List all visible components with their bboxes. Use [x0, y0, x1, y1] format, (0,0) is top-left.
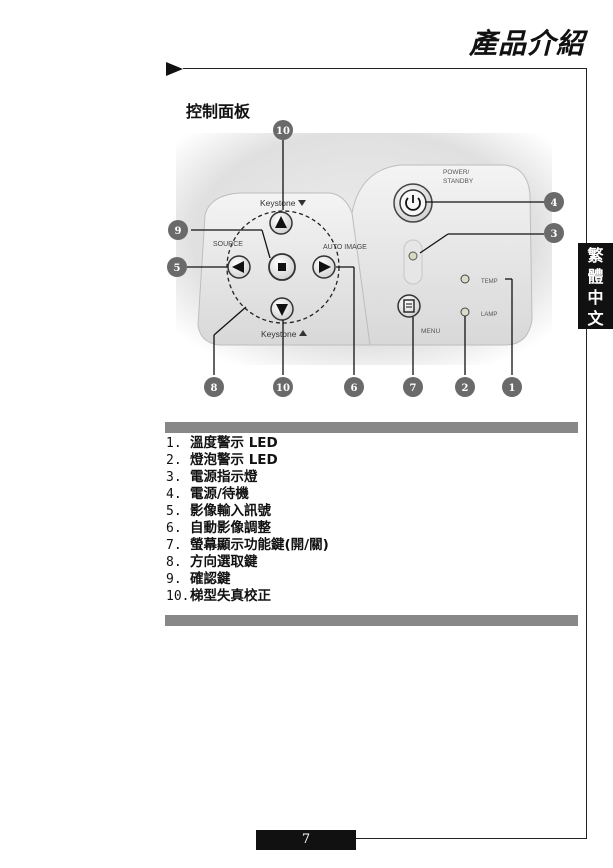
item-number: 10.: [166, 589, 190, 604]
keystone-top-label: Keystone: [260, 198, 296, 208]
right-button-plate: [351, 164, 533, 346]
item-label: 自動影像調整: [190, 520, 271, 536]
item-label: 溫度警示 LED: [190, 435, 278, 451]
item-number: 4.: [166, 487, 182, 502]
component-legend-list: 1. 溫度警示 LED 2. 燈泡警示 LED 3. 電源指示燈 4. 電源/待機 5.…: [166, 435, 329, 605]
item-number: 2.: [166, 453, 182, 468]
section-arrow-icon: [166, 62, 183, 76]
list-item: 5. 影像輸入訊號: [166, 503, 329, 520]
power-indicator-led: [408, 251, 418, 261]
callout-9-label: 9: [175, 226, 182, 237]
callout-8-label: 8: [211, 383, 218, 394]
callout-5-label: 5: [174, 263, 181, 274]
side-tab-char: 中: [587, 288, 604, 307]
callout-bottom-10: [273, 377, 293, 397]
list-item: 9. 確認鍵: [166, 571, 329, 588]
callout-top-10: [273, 120, 293, 140]
callout-3-label: 3: [551, 229, 558, 240]
callout-8: [204, 377, 224, 397]
auto-image-label: AUTO IMAGE: [323, 244, 367, 251]
lamp-led: [460, 307, 470, 317]
language-side-tab: 繁 體 中 文: [578, 243, 613, 329]
callout-2-label: 2: [462, 383, 469, 394]
list-item: 3. 電源指示燈: [166, 469, 329, 486]
keystone-up-glyph: [299, 330, 307, 336]
frame-top-rule: [183, 68, 587, 69]
list-item: 7. 螢幕顯示功能鍵(開/關): [166, 537, 329, 554]
temp-label: TEMP: [481, 279, 498, 285]
item-label: 梯型失真校正: [190, 588, 271, 604]
list-item: 10.梯型失真校正: [166, 588, 329, 605]
item-number: 3.: [166, 470, 182, 485]
lamp-label: LAMP: [481, 312, 497, 318]
page-number: 7: [256, 830, 356, 850]
side-tab-char: 體: [587, 267, 604, 286]
source-label: SOURCE: [213, 241, 243, 248]
callout-5: [167, 257, 187, 277]
list-item: 4. 電源/待機: [166, 486, 329, 503]
keystone-down-button: [270, 297, 294, 321]
page-header-title: 產品介紹: [468, 27, 585, 60]
callout-4: [544, 192, 564, 212]
callout-leader-lines: [187, 140, 545, 375]
side-tab-char: 繁: [587, 246, 604, 265]
keystone-up-button: [269, 211, 293, 235]
callout-top-10-label: 10: [276, 126, 290, 137]
callout-1-label: 1: [509, 383, 516, 394]
frame-bottom-rule: [356, 838, 587, 839]
callout-9: [168, 220, 188, 240]
list-item: 1. 溫度警示 LED: [166, 435, 329, 452]
callout-1: [502, 377, 522, 397]
item-number: 1.: [166, 436, 182, 451]
power-standby-button: [393, 183, 433, 223]
keystone-bottom-label: Keystone: [261, 329, 297, 339]
callout-2: [455, 377, 475, 397]
enter-center-button: [268, 253, 296, 281]
keystone-down-glyph: [298, 200, 306, 206]
callout-bottom-10-label: 10: [276, 383, 290, 394]
menu-button: [397, 294, 421, 318]
control-panel-diagram: Keystone Keystone SOURCE AUTO IMAGE POWE…: [167, 120, 564, 397]
item-label: 螢幕顯示功能鍵(開/關): [190, 537, 329, 553]
callout-7-label: 7: [410, 383, 417, 394]
item-label: 燈泡警示 LED: [190, 452, 278, 468]
item-number: 8.: [166, 555, 182, 570]
auto-image-right-button: [312, 255, 336, 279]
item-label: 電源/待機: [190, 486, 249, 502]
power-label-line2: STANDBY: [443, 178, 474, 185]
item-number: 5.: [166, 504, 182, 519]
menu-label: MENU: [421, 328, 440, 335]
legend-top-bar: [165, 422, 578, 433]
callout-4-label: 4: [551, 198, 558, 209]
callout-3: [544, 223, 564, 243]
item-number: 7.: [166, 538, 182, 553]
power-indicator-slot: [403, 239, 423, 285]
item-number: 9.: [166, 572, 182, 587]
item-label: 方向選取鍵: [190, 554, 258, 570]
callout-7: [403, 377, 423, 397]
list-item: 2. 燈泡警示 LED: [166, 452, 329, 469]
item-label: 確認鍵: [190, 571, 231, 587]
list-item: 6. 自動影像調整: [166, 520, 329, 537]
legend-bottom-bar: [165, 615, 578, 626]
item-label: 電源指示燈: [190, 469, 258, 485]
callout-6: [344, 377, 364, 397]
section-heading: 控制面板: [186, 102, 251, 121]
item-label: 影像輸入訊號: [190, 503, 271, 519]
frame-right-rule: [586, 68, 587, 838]
callout-6-label: 6: [351, 383, 358, 394]
side-tab-char: 文: [587, 309, 604, 328]
source-left-button: [227, 255, 251, 279]
list-item: 8. 方向選取鍵: [166, 554, 329, 571]
temp-led: [460, 274, 470, 284]
power-label-line1: POWER/: [443, 169, 470, 176]
item-number: 6.: [166, 521, 182, 536]
